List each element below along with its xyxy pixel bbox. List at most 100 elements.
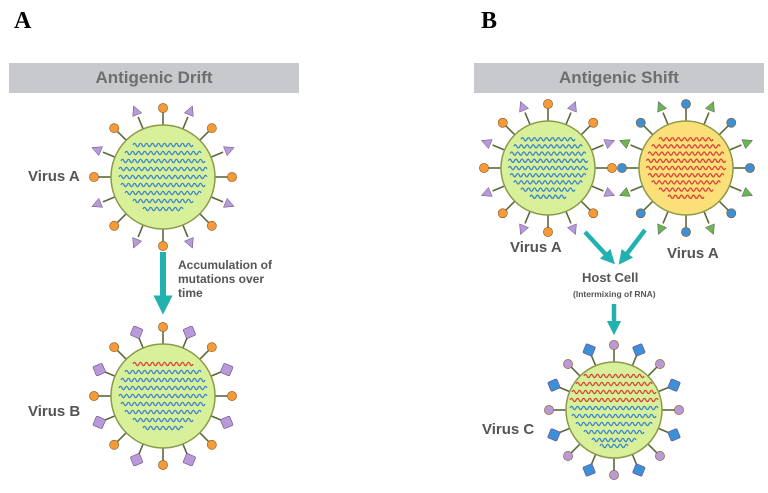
spike-head <box>657 100 668 113</box>
rna-strand <box>645 158 727 164</box>
virus-c-shift <box>544 340 684 480</box>
spike-head <box>91 146 103 157</box>
spike-head <box>480 139 493 150</box>
spike-head <box>480 186 493 197</box>
spike-head <box>519 100 530 113</box>
rna-strand <box>132 361 194 367</box>
rna-strand <box>667 194 705 200</box>
spike-head <box>91 197 103 208</box>
rna-strand <box>142 425 184 431</box>
spike-head <box>206 439 217 450</box>
rna-strand <box>658 187 714 192</box>
spike-head <box>220 363 234 376</box>
shift-arrow-left <box>583 230 615 265</box>
rna-strand <box>118 174 208 180</box>
spike-head <box>89 391 99 401</box>
panel-letter-b: B <box>481 8 498 34</box>
label-host-cell: Host Cell <box>582 270 639 285</box>
spike-head <box>618 139 631 150</box>
rna-strand <box>591 437 637 443</box>
spike-head <box>609 340 619 350</box>
label-virus-b-drift: Virus B <box>28 403 81 420</box>
spike-head <box>479 163 489 173</box>
note-line-1: Accumulation of <box>178 258 273 272</box>
spike-head <box>158 322 168 332</box>
rna-strand <box>569 405 659 411</box>
spike-head <box>109 123 120 134</box>
spike-head <box>588 208 599 219</box>
panel-letter-a: A <box>14 8 32 34</box>
spike-head <box>227 172 237 182</box>
spike-head <box>588 117 599 128</box>
rna-strand <box>529 194 567 200</box>
spike-head <box>741 139 754 150</box>
spike-head <box>206 220 217 231</box>
rna-strand <box>132 198 194 204</box>
rna-strand <box>569 397 659 403</box>
spike-head <box>519 223 530 236</box>
spike-head <box>183 105 194 117</box>
spike-head <box>609 470 619 480</box>
rna-strand <box>507 158 589 164</box>
spike-head <box>582 463 596 477</box>
rna-strand <box>571 389 657 395</box>
spike-head <box>632 343 646 357</box>
spike-head <box>547 378 561 392</box>
spike-head <box>635 117 646 128</box>
spike-head <box>635 208 646 219</box>
spike-head <box>674 405 684 415</box>
spike-head <box>582 343 596 357</box>
label-host-cell-sub: (Intermixing of RNA) <box>573 289 656 299</box>
spike-head <box>183 325 196 339</box>
rna-strand <box>124 369 202 375</box>
rna-strand <box>120 182 206 188</box>
spike-head <box>726 117 737 128</box>
rna-strand <box>599 443 629 449</box>
virus-b-drift <box>89 322 237 470</box>
spike-head <box>655 359 665 369</box>
rna-strand <box>118 166 208 172</box>
rna-strand <box>651 144 721 149</box>
spike-head <box>220 416 234 429</box>
spike-head <box>130 453 143 467</box>
spike-head <box>206 342 217 353</box>
rna-strand <box>520 187 576 192</box>
spike-head <box>655 451 665 461</box>
banner-antigenic-drift: Antigenic Drift <box>9 63 299 93</box>
spike-head <box>92 363 106 376</box>
spike-head <box>158 241 168 251</box>
label-accumulation-note: Accumulation of mutations over time <box>178 258 272 300</box>
spike-head <box>563 451 573 461</box>
rna-strand <box>647 172 725 178</box>
rna-strand <box>507 165 589 171</box>
spike-head <box>183 237 194 249</box>
rna-strand <box>658 136 714 142</box>
spike-head <box>704 100 715 113</box>
label-virus-c: Virus C <box>482 421 535 438</box>
spike-head <box>667 378 681 392</box>
spike-head <box>741 186 754 197</box>
spike-head <box>745 163 755 173</box>
spike-head <box>130 325 143 339</box>
capsid <box>565 361 663 459</box>
spike-head <box>566 100 577 113</box>
rna-strand <box>120 158 206 164</box>
rna-strand <box>645 165 727 171</box>
spike-head <box>563 359 573 369</box>
spike-head <box>704 223 715 236</box>
rna-strand <box>513 180 583 185</box>
rna-strand <box>575 381 653 387</box>
virus-a-drift <box>89 103 237 251</box>
spike-head <box>158 103 168 113</box>
spike-head <box>667 428 681 442</box>
rna-strand <box>651 180 721 185</box>
label-virus-a-shift-left: Virus A <box>510 239 562 256</box>
rna-strand <box>571 413 657 419</box>
spike-head <box>92 416 106 429</box>
rna-strand <box>120 377 206 383</box>
spike-head <box>223 197 235 208</box>
spike-head <box>132 237 143 249</box>
spike-head <box>681 227 691 237</box>
spike-head <box>497 208 508 219</box>
